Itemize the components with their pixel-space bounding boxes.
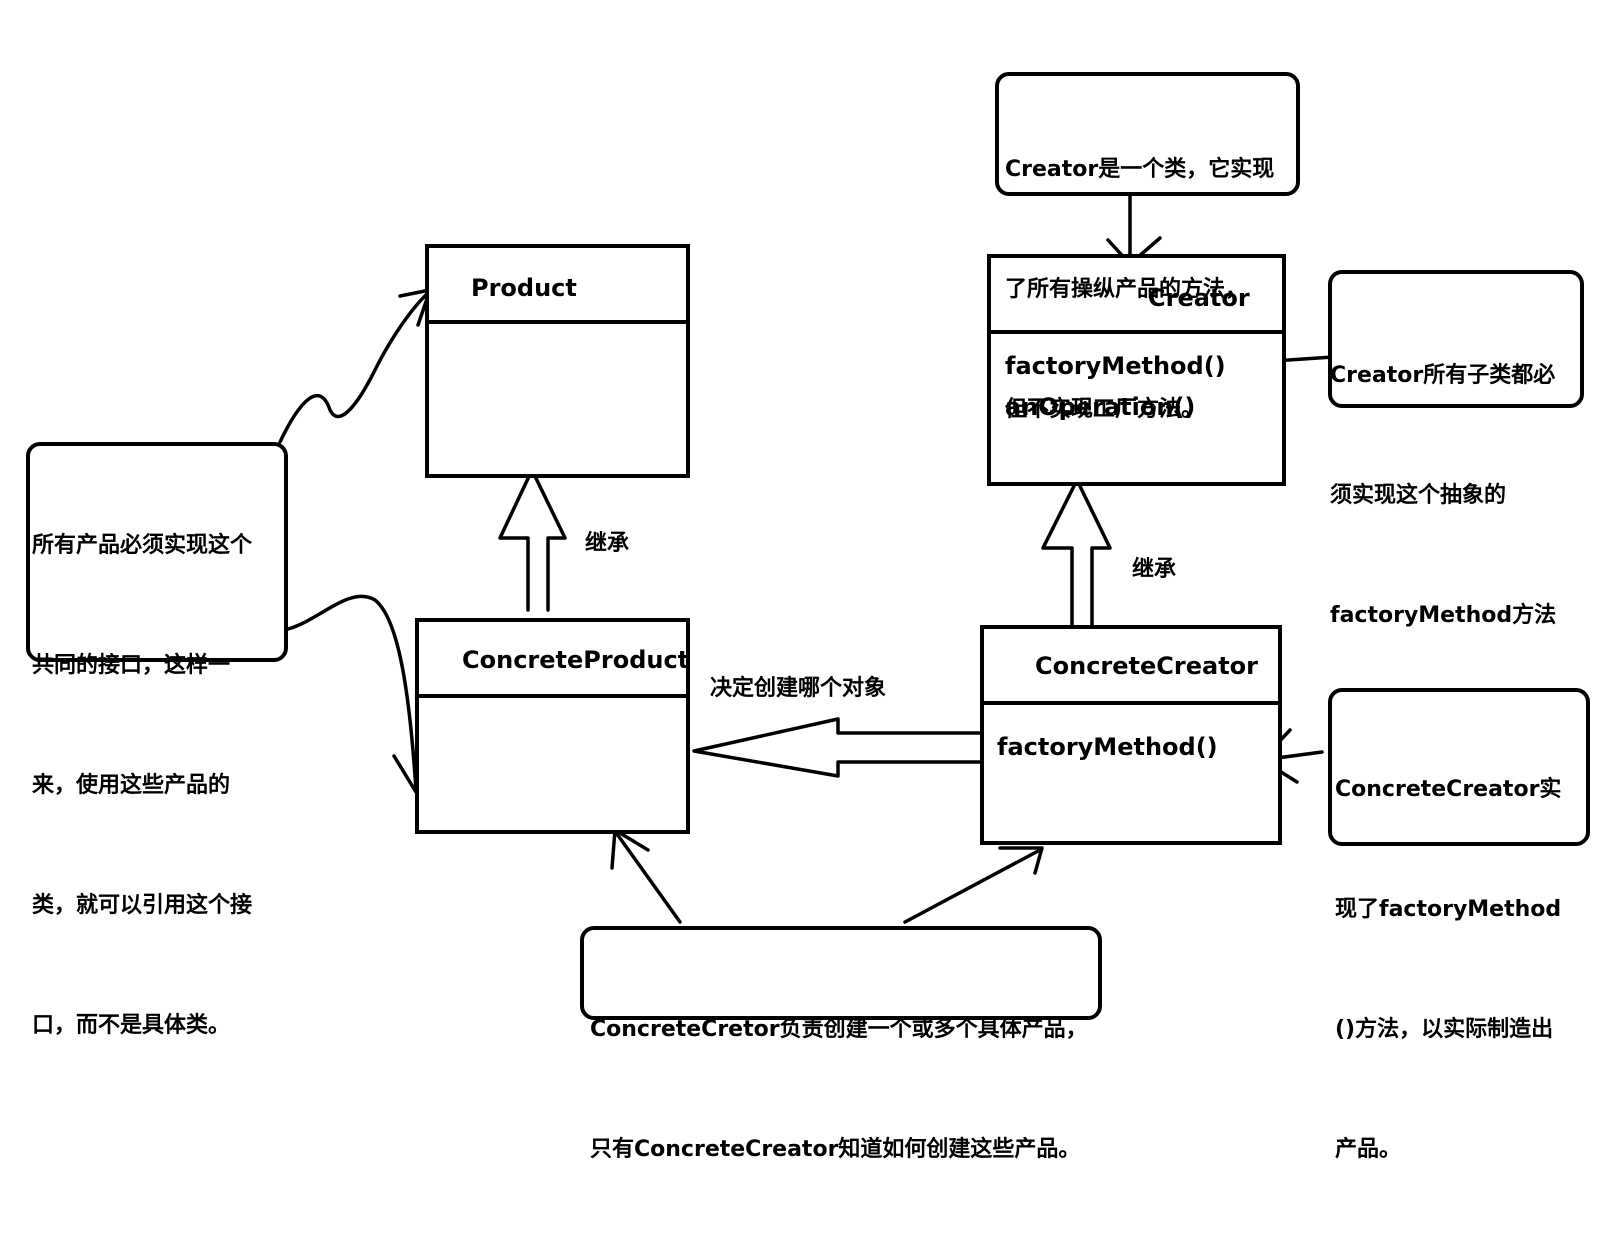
creator-class-divider xyxy=(991,330,1282,334)
bottom-note-line: ConcreteCretor负责创建一个或多个具体产品， xyxy=(590,1017,1088,1042)
decides-label: 决定创建哪个对象 xyxy=(710,676,887,701)
concrete-creator-note-line: 产品。 xyxy=(1335,1137,1402,1162)
bottom-note-arrow-left xyxy=(610,828,682,924)
subclass-note-text: Creator所有子类都必 须实现这个抽象的 factoryMethod方法 xyxy=(1330,276,1556,716)
creator-class-name: Creator xyxy=(1148,284,1250,312)
product-note-arrow-top xyxy=(278,288,432,444)
concrete-product-class-divider xyxy=(419,694,686,698)
concrete-creator-class-box xyxy=(980,625,1282,845)
decides-arrow xyxy=(692,717,982,778)
concrete-creator-method-factory: factoryMethod() xyxy=(997,733,1218,761)
product-note-text: 所有产品必须实现这个 共同的接口，这样一 来，使用这些产品的 类，就可以引用这个… xyxy=(32,446,252,1126)
subclass-note-line: 须实现这个抽象的 xyxy=(1330,483,1507,508)
concrete-creator-class-divider xyxy=(984,701,1278,705)
inherit-arrow-product xyxy=(498,468,567,612)
creator-note-line: 但不实现工厂方法。 xyxy=(1005,397,1204,422)
creator-note-text: Creator是一个类，它实现 了所有操纵产品的方法， 但不实现工厂方法。 xyxy=(1005,70,1274,510)
product-note-line: 来，使用这些产品的 xyxy=(32,773,231,798)
concrete-product-class-box xyxy=(415,618,690,834)
product-note-line: 所有产品必须实现这个 xyxy=(32,533,253,558)
product-note-line: 类，就可以引用这个接 xyxy=(32,893,253,918)
bottom-note-line: 只有ConcreteCreator知道如何创建这些产品。 xyxy=(590,1137,1081,1162)
subclass-note-line: factoryMethod方法 xyxy=(1330,603,1557,628)
creator-note xyxy=(995,72,1300,196)
product-note-arrow-bottom xyxy=(286,594,426,794)
concrete-creator-note-line: ConcreteCreator实 xyxy=(1335,777,1562,802)
concrete-creator-note-text: ConcreteCreator实 现了factoryMethod ()方法，以实… xyxy=(1335,690,1561,1250)
concrete-product-class-name: ConcreteProduct xyxy=(462,646,690,674)
product-note-line: 口，而不是具体类。 xyxy=(32,1013,231,1038)
concrete-creator-class-name: ConcreteCreator xyxy=(1035,652,1258,680)
creator-inherit-label: 继承 xyxy=(1132,557,1177,582)
bottom-note-text: ConcreteCretor负责创建一个或多个具体产品， 只有ConcreteC… xyxy=(590,930,1088,1250)
diagram-canvas: Product ConcreteProduct Creator factoryM… xyxy=(26,70,1590,1162)
creator-class-box xyxy=(987,254,1286,486)
product-note xyxy=(26,442,288,662)
subclass-note xyxy=(1328,270,1584,408)
concrete-creator-note-line: 现了factoryMethod xyxy=(1335,897,1562,922)
product-class-name: Product xyxy=(471,274,577,302)
product-inherit-label: 继承 xyxy=(585,531,630,556)
bottom-note-arrow-right xyxy=(903,846,1044,924)
product-class-divider xyxy=(429,320,686,324)
creator-note-line: 了所有操纵产品的方法， xyxy=(1005,277,1248,302)
creator-note-line: Creator是一个类，它实现 xyxy=(1005,157,1275,182)
creator-method-factory: factoryMethod() xyxy=(1005,352,1226,380)
creator-method-anoperation: anOperation() xyxy=(1005,393,1196,421)
concrete-creator-note-line: ()方法，以实际制造出 xyxy=(1335,1017,1554,1042)
product-class-box xyxy=(425,244,690,478)
concrete-creator-note xyxy=(1328,688,1590,846)
product-note-line: 共同的接口，这样一 xyxy=(32,653,231,678)
bottom-note xyxy=(580,926,1102,1020)
subclass-note-line: Creator所有子类都必 xyxy=(1330,363,1556,388)
